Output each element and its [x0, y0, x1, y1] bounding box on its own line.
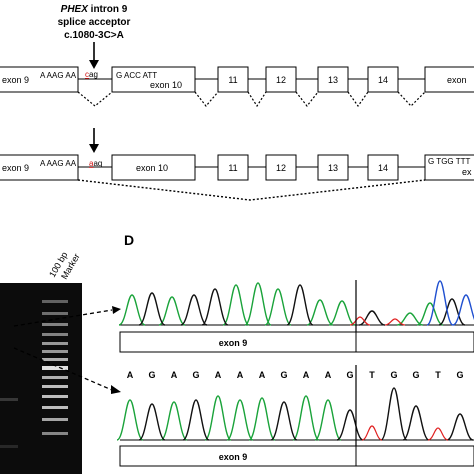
marker-lane: [42, 300, 68, 435]
splice-lines-normal: [77, 91, 426, 108]
exon-13-label: 13: [328, 75, 338, 85]
exon-bar-2: [119, 445, 474, 467]
top-arrow-head-icon: [89, 60, 99, 69]
splice-acceptor-label: splice acceptor: [58, 17, 131, 28]
last-exon-sequence-b: G TGG TTT: [428, 157, 470, 166]
base-call: A: [215, 370, 222, 380]
exon-12-box-b: [265, 154, 297, 181]
exon-13-label-b: 13: [328, 163, 338, 173]
arrow-head-icon-1: [112, 306, 121, 314]
acceptor-site-b: aag: [89, 159, 102, 168]
variant-label: c.1080-3C>A: [64, 30, 124, 41]
base-call: G: [456, 370, 463, 380]
last-exon-box: [424, 66, 474, 93]
intron-label: intron 9: [88, 4, 128, 15]
base-call: G: [346, 370, 353, 380]
bottom-arrow-head-icon: [89, 144, 99, 153]
panel-d: D exon 9 A G A G A A A G A A G T G G T G exon 9: [116, 232, 474, 467]
mutation-annotation: PHEX intron 9 splice acceptor c.1080-3C>…: [58, 4, 131, 69]
exon-9-box-b: [0, 154, 79, 181]
exon-12-box: [265, 66, 297, 93]
exon-skip-splice-line: [77, 179, 426, 201]
gel-panel: 100 bp Marker: [0, 250, 121, 474]
exon-10-label-b: exon 10: [136, 163, 168, 173]
base-call: A: [303, 370, 310, 380]
exon-14-label: 14: [378, 75, 388, 85]
exon-12-label: 12: [276, 75, 286, 85]
exon-14-box-b: [367, 154, 399, 181]
exon-9-sequence-b: A AAG AA: [40, 159, 77, 168]
trace-1: exon 9: [118, 280, 474, 353]
base-call: G: [412, 370, 419, 380]
exon-9-sequence: A AAG AA: [40, 71, 77, 80]
acceptor-mutated-base: c: [85, 70, 89, 79]
exon-14-label-b: 14: [378, 163, 388, 173]
exon-10-sequence: G ACC ATT: [116, 71, 157, 80]
acceptor-rest-b: ag: [93, 159, 102, 168]
gel-image: [0, 283, 82, 474]
exon-13-box: [317, 66, 349, 93]
trace1-exon-label: exon 9: [219, 338, 248, 348]
base-call: A: [259, 370, 266, 380]
exon-10-box: [111, 66, 196, 93]
acceptor-mutated-base-b: a: [89, 159, 94, 168]
exon-bar-1: [119, 331, 474, 353]
acceptor-site: cag: [85, 70, 98, 79]
last-exon-box-b: [424, 154, 474, 181]
panel-d-label: D: [124, 232, 134, 248]
sample-lane: [0, 398, 18, 448]
acceptor-rest: ag: [89, 70, 98, 79]
base-call: A: [171, 370, 178, 380]
gene-name: PHEX: [61, 4, 90, 15]
exon-12-label-b: 12: [276, 163, 286, 173]
exon-9-box: [0, 66, 79, 93]
base-call: A: [325, 370, 332, 380]
exon-13-box-b: [317, 154, 349, 181]
svg-text:PHEX intron 9: PHEX intron 9: [61, 4, 128, 15]
last-exon-label-b: ex: [462, 167, 472, 177]
exon-9-label-b: exon 9: [2, 163, 29, 173]
exon-11-box: [217, 66, 249, 93]
base-call: T: [435, 370, 441, 380]
base-call: G: [192, 370, 199, 380]
base-call: G: [390, 370, 397, 380]
exon-10-label: exon 10: [150, 80, 182, 90]
normal-splicing-diagram: exon 9 A AAG AA cag G ACC ATT exon 10 11…: [0, 66, 474, 108]
base-call: T: [369, 370, 375, 380]
trace-2: A G A G A A A G A A G T G G T G exon 9: [116, 365, 474, 467]
base-call: A: [127, 370, 134, 380]
trace2-exon-label: exon 9: [219, 452, 248, 462]
arrow-head-icon-2: [111, 385, 121, 394]
exon-9-label: exon 9: [2, 75, 29, 85]
gel-to-trace-arrows: [13, 309, 113, 391]
exon-11-label-b: 11: [228, 163, 237, 173]
base-call: A: [237, 370, 244, 380]
exon-10-box-b: [111, 154, 196, 181]
exon-11-box-b: [217, 154, 249, 181]
base-call: G: [148, 370, 155, 380]
aberrant-splicing-diagram: exon 9 A AAG AA aag exon 10 11 12 13 14 …: [0, 128, 474, 201]
last-exon-label: exon: [447, 75, 467, 85]
exon-14-box: [367, 66, 399, 93]
exon-11-label: 11: [228, 75, 237, 85]
base-call: G: [280, 370, 287, 380]
